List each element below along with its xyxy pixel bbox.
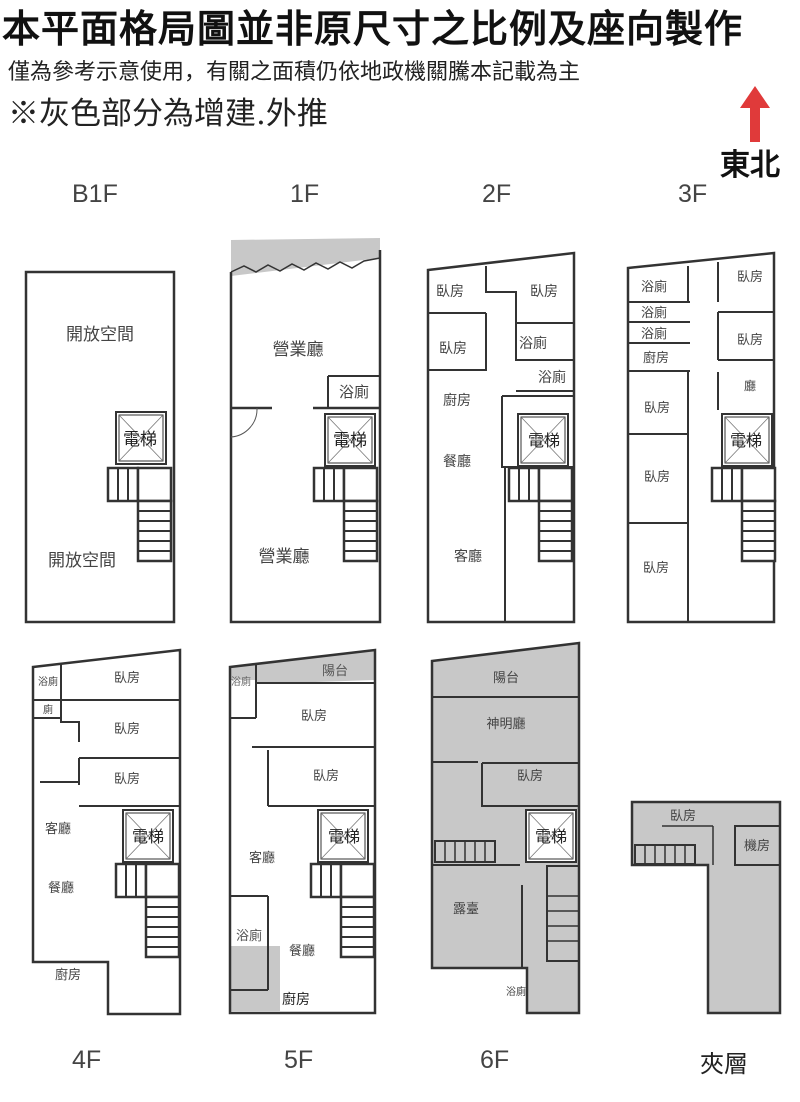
svg-text:電梯: 電梯 — [123, 430, 157, 450]
gray-area-note: ※灰色部分為增建.外推 — [8, 96, 328, 132]
svg-text:客廳: 客廳 — [45, 821, 71, 837]
svg-text:浴廁: 浴廁 — [641, 326, 667, 342]
svg-text:客廳: 客廳 — [454, 548, 482, 565]
floor-label-4f: 4F — [72, 1046, 102, 1074]
svg-text:電梯: 電梯 — [333, 431, 367, 451]
disclaimer-subtitle: 僅為參考示意使用，有關之面積仍依地政機關騰本記載為主 — [8, 60, 581, 85]
compass-label: 東北 — [720, 148, 780, 183]
floor-label-1f: 1F — [290, 180, 320, 208]
floor-label-b1f: B1F — [72, 180, 118, 208]
floor-plan-mezzanine: 臥房 機房 — [630, 800, 782, 1015]
svg-text:臥房: 臥房 — [644, 400, 670, 416]
svg-text:臥房: 臥房 — [517, 768, 543, 784]
svg-text:陽台: 陽台 — [493, 671, 519, 686]
floor-label-mezzanine: 夾層 — [700, 1050, 748, 1078]
room-label: 開放空間 — [66, 325, 134, 345]
svg-text:臥房: 臥房 — [436, 284, 464, 300]
svg-text:露臺: 露臺 — [453, 902, 479, 917]
svg-text:臥房: 臥房 — [114, 721, 140, 737]
svg-text:電梯: 電梯 — [328, 827, 360, 846]
svg-text:客廳: 客廳 — [249, 850, 275, 866]
svg-text:臥房: 臥房 — [114, 670, 140, 686]
svg-text:餐廳: 餐廳 — [48, 880, 74, 896]
svg-text:餐廳: 餐廳 — [443, 453, 471, 470]
svg-text:浴廁: 浴廁 — [641, 279, 667, 295]
svg-text:開放空間: 開放空間 — [48, 551, 116, 571]
floor-plan-5f: 浴廁 陽台 臥房 臥房 客廳 電梯 浴廁 餐廳 廚房 — [228, 648, 377, 1015]
svg-text:陽台: 陽台 — [322, 664, 348, 679]
svg-text:浴廁: 浴廁 — [236, 928, 262, 944]
svg-text:廚房: 廚房 — [55, 967, 81, 983]
svg-text:浴廁: 浴廁 — [231, 675, 251, 688]
svg-text:浴廁: 浴廁 — [38, 675, 58, 688]
svg-text:臥房: 臥房 — [313, 768, 339, 784]
svg-text:電梯: 電梯 — [132, 827, 164, 846]
floor-plan-1f: 營業廳 浴廁 電梯 營業廳 — [229, 238, 382, 624]
svg-text:浴廁: 浴廁 — [538, 369, 566, 386]
svg-text:臥房: 臥房 — [439, 341, 467, 357]
svg-text:臥房: 臥房 — [301, 708, 327, 724]
floor-plan-2f: 臥房 臥房 臥房 浴廁 浴廁 廚房 電梯 餐廳 客廳 — [426, 251, 576, 624]
floor-plan-6f: 陽台 神明廳 臥房 電梯 露臺 浴廁 — [430, 641, 581, 1015]
floor-plan-3f: 浴廁 浴廁 浴廁 廚房 臥房 臥房 廳 臥房 電梯 臥房 臥房 — [626, 251, 777, 624]
svg-text:臥房: 臥房 — [114, 771, 140, 787]
floor-plan-b1f: 開放空間 電梯 開放空間 — [24, 270, 176, 624]
svg-text:臥房: 臥房 — [737, 269, 763, 285]
svg-text:浴廁: 浴廁 — [519, 335, 547, 352]
svg-text:浴廁: 浴廁 — [506, 985, 526, 998]
svg-text:電梯: 電梯 — [730, 431, 762, 450]
svg-text:營業廳: 營業廳 — [273, 340, 324, 360]
svg-text:營業廳: 營業廳 — [259, 547, 310, 567]
svg-text:廁: 廁 — [43, 703, 53, 716]
svg-text:機房: 機房 — [744, 838, 770, 854]
svg-text:臥房: 臥房 — [737, 332, 763, 348]
svg-text:浴廁: 浴廁 — [641, 305, 667, 321]
floor-plan-4f: 浴廁 廁 臥房 臥房 臥房 客廳 電梯 餐廳 廚房 — [31, 648, 182, 1016]
svg-text:臥房: 臥房 — [644, 469, 670, 485]
north-arrow-icon — [740, 86, 770, 142]
floor-label-6f: 6F — [480, 1046, 510, 1074]
disclaimer-title: 本平面格局圖並非原尺寸之比例及座向製作 — [2, 7, 744, 51]
svg-text:臥房: 臥房 — [643, 560, 669, 576]
svg-text:神明廳: 神明廳 — [486, 716, 525, 732]
svg-text:臥房: 臥房 — [670, 808, 696, 824]
floor-label-5f: 5F — [284, 1046, 314, 1074]
svg-text:廳: 廳 — [744, 378, 756, 393]
svg-text:電梯: 電梯 — [528, 431, 560, 450]
svg-text:廚房: 廚房 — [282, 991, 310, 1008]
svg-text:浴廁: 浴廁 — [339, 383, 369, 401]
floor-label-2f: 2F — [482, 180, 512, 208]
floor-label-3f: 3F — [678, 180, 708, 208]
svg-text:餐廳: 餐廳 — [289, 943, 315, 959]
svg-text:廚房: 廚房 — [443, 392, 471, 409]
svg-text:電梯: 電梯 — [535, 827, 567, 846]
svg-text:臥房: 臥房 — [530, 284, 558, 300]
svg-text:廚房: 廚房 — [643, 350, 669, 366]
